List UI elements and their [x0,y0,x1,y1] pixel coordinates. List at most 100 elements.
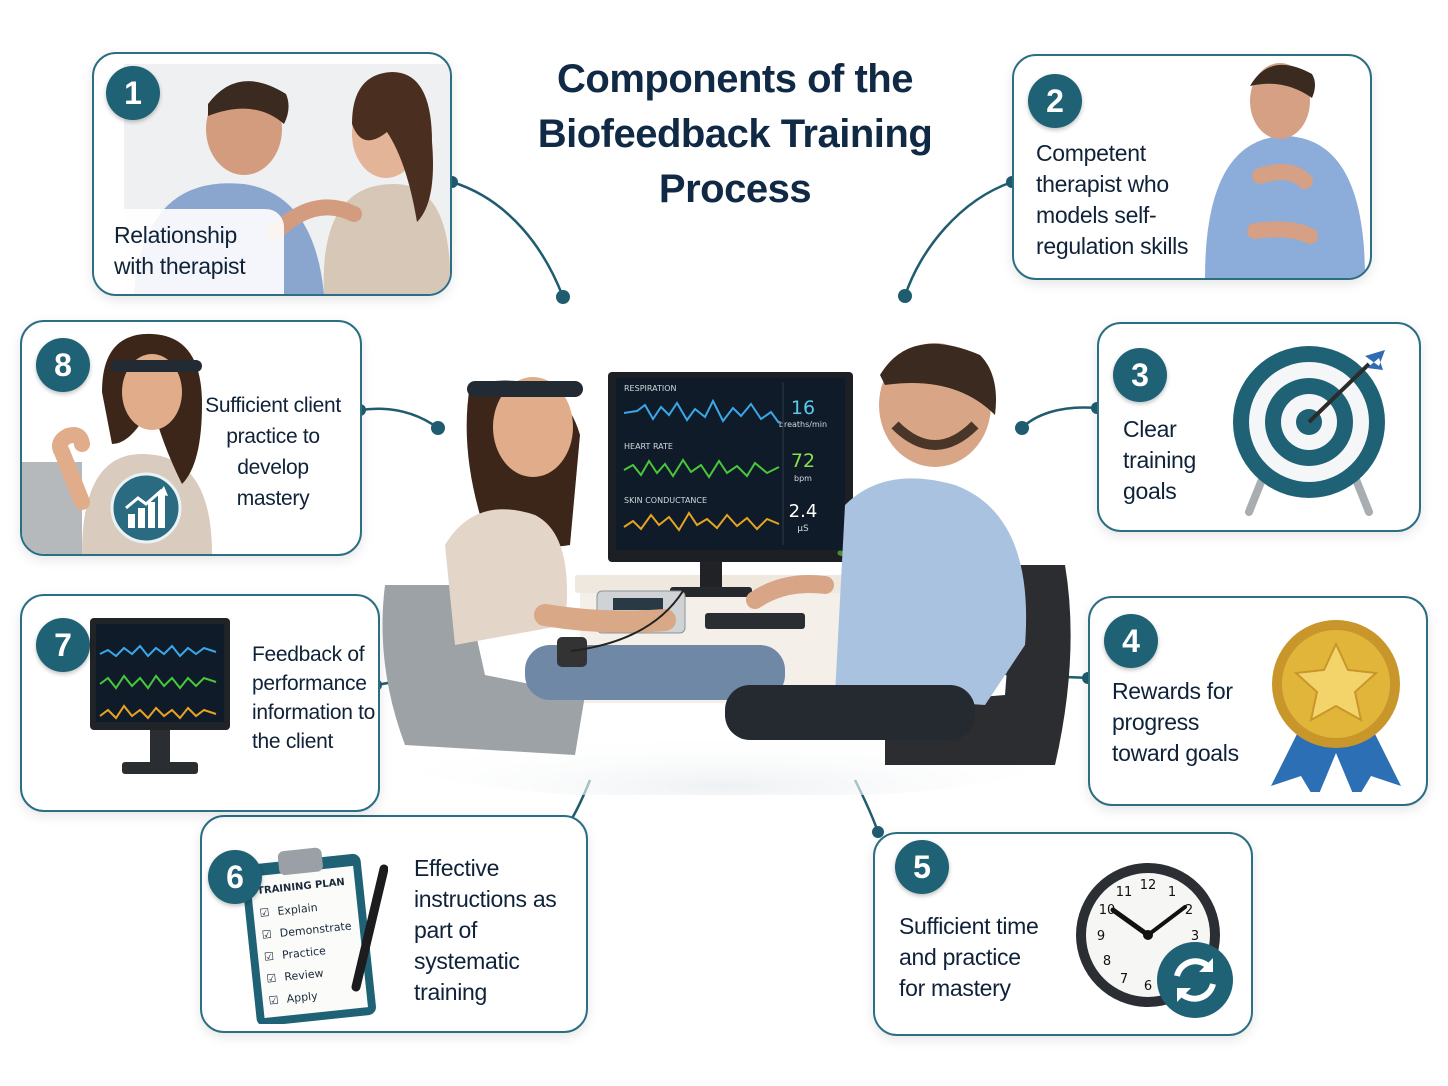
label-line: Sufficient client [205,394,341,417]
component-badge-4: 4 [1104,614,1158,668]
client-figure [445,377,785,700]
clock-number: 3 [1191,929,1199,944]
component-card-2: 2 Competent therapist who models self- r… [1012,54,1372,280]
clock-number: 9 [1097,929,1105,944]
plan-item: Review [284,967,324,984]
plan-item: Apply [286,989,319,1005]
central-session-scene: RESPIRATION 16 breaths/min HEART RATE 72… [382,343,1071,795]
label-line: Effective [414,855,500,881]
label-line: toward goals [1112,740,1239,766]
component-badge-8: 8 [36,338,90,392]
heart-rate-value: 72 [791,450,815,472]
label-line: Feedback of [252,643,365,666]
component-card-4: 4 Rewards for progress toward goals [1088,596,1428,806]
clock-number: 7 [1120,972,1128,987]
component-badge-1: 1 [106,66,160,120]
svg-text:☑: ☑ [259,906,270,920]
component-label-8: Sufficient client practice to develop ma… [198,390,348,514]
label-line: training [1123,447,1197,473]
component-card-1: 1 Relationship with therapist [92,52,452,296]
refresh-icon [1157,942,1233,1018]
clipboard-icon: TRAINING PLAN ☑Explain ☑Demonstrate ☑Pra… [241,847,388,1024]
clock-number: 12 [1140,878,1157,893]
therapist-figure [725,343,1027,740]
skin-conductance-unit: µS [797,524,809,534]
title-line: Components of the [557,57,913,101]
title-line: Process [658,167,812,211]
plan-item: Practice [281,944,326,962]
skin-conductance-value: 2.4 [789,501,818,522]
diagram-title: Components of the Biofeedback Training P… [500,52,970,217]
svg-text:☑: ☑ [261,928,272,942]
component-badge-6: 6 [208,850,262,904]
svg-text:☑: ☑ [266,972,277,986]
svg-text:☑: ☑ [268,993,279,1007]
label-line: develop [237,456,309,479]
component-card-6: TRAINING PLAN ☑Explain ☑Demonstrate ☑Pra… [200,815,588,1033]
label-line: regulation skills [1036,233,1189,259]
label-line: Sufficient time [899,913,1039,939]
label-line: Clear [1123,416,1177,442]
pen-icon [351,864,388,992]
label-line: mastery [236,487,310,510]
component-card-5: 12 1 2 3 4 5 6 7 8 9 10 11 5 Sufficient … [873,832,1253,1036]
component-label-4: Rewards for progress toward goals [1112,676,1239,769]
respiration-value: 16 [791,397,815,419]
component-badge-3: 3 [1113,348,1167,402]
respiration-unit: breaths/min [779,420,827,429]
clock-number: 2 [1185,903,1193,918]
component-label-5: Sufficient time and practice for mastery [899,911,1039,1004]
connector-2 [903,180,1013,297]
monitor-icon: RESPIRATION 16 breaths/min HEART RATE 72… [608,372,853,597]
label-line: performance [252,672,367,695]
component-card-8: 8 Sufficient client practice to develop … [20,320,362,556]
label-line: for mastery [899,975,1011,1001]
target-icon [1233,346,1385,516]
svg-text:☑: ☑ [264,950,275,964]
component-label-2: Competent therapist who models self- reg… [1036,138,1188,262]
clock-number: 1 [1168,885,1176,900]
label-line: progress [1112,709,1200,735]
growth-chart-icon [110,472,182,544]
label-line: with therapist [114,253,246,279]
component-label-3: Clear training goals [1123,414,1196,507]
label-line: part of systematic [414,917,520,974]
component-label-6: Effective instructions as part of system… [414,853,586,1008]
therapist-breathing-photo [1205,63,1365,278]
component-badge-2: 2 [1028,74,1082,128]
title-line: Biofeedback Training [537,112,933,156]
client-chair [382,585,585,755]
label-line: Competent [1036,140,1146,166]
component-label-1: Relationship with therapist [114,220,246,282]
label-line: practice to [226,425,320,448]
label-line: models self- [1036,202,1157,228]
label-line: instructions as [414,886,557,912]
component-card-3: 3 Clear training goals [1097,322,1421,532]
label-line: Rewards for [1112,678,1233,704]
clock-number: 6 [1144,979,1152,994]
label-line: the client [252,730,334,753]
clock-number: 10 [1099,903,1116,918]
skin-conductance-label: SKIN CONDUCTANCE [624,496,707,505]
label-line: goals [1123,478,1177,504]
plan-item: Explain [277,901,318,918]
label-line: and practice [899,944,1021,970]
label-backdrop [94,209,284,294]
component-label-7: Feedback of performance information to t… [252,640,375,756]
medal-icon [1271,620,1401,792]
label-line: information to [252,701,376,724]
label-line: therapist who [1036,171,1169,197]
connector-1 [451,180,565,298]
heart-rate-unit: bpm [794,474,812,483]
heart-rate-label: HEART RATE [624,442,673,451]
respiration-label: RESPIRATION [624,384,677,393]
component-badge-7: 7 [36,618,90,672]
keyboard [705,613,805,629]
clock-number: 8 [1103,954,1111,969]
label-line: training [414,979,488,1005]
monitor-icon [90,618,230,774]
label-line: Relationship [114,222,237,248]
component-badge-5: 5 [895,840,949,894]
component-card-7: 7 Feedback of performance information to… [20,594,380,812]
clock-number: 11 [1116,885,1133,900]
